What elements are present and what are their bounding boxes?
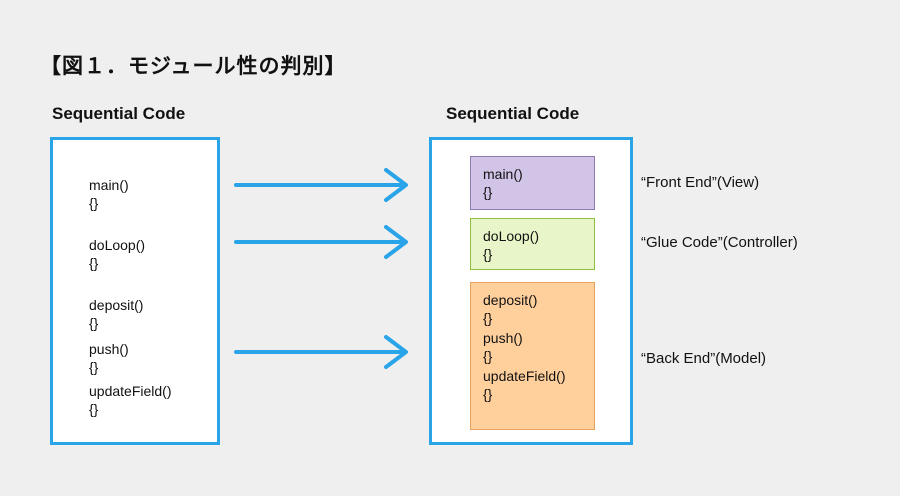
function-body: {}: [89, 255, 99, 271]
label-back-end: “Back End”(Model): [641, 350, 767, 367]
left-item-updatefield: updateField() {}: [89, 382, 172, 418]
right-code-box: main() {} doLoop() {} deposit() {} push(…: [429, 137, 633, 445]
arrow-right-icon: [234, 225, 408, 259]
function-body: {}: [483, 386, 493, 402]
function-name: deposit(): [89, 297, 144, 313]
function-name: updateField(): [483, 368, 566, 384]
left-item-push: push() {}: [89, 340, 129, 376]
module-glue-code: doLoop() {}: [470, 218, 595, 270]
function-name: main(): [483, 166, 523, 182]
function-name: main(): [89, 177, 129, 193]
right-heading: Sequential Code: [446, 104, 580, 123]
function-body: {}: [483, 246, 493, 262]
function-body: {}: [483, 310, 493, 326]
module-front-end: main() {}: [470, 156, 595, 210]
label-front-end: “Front End”(View): [641, 174, 760, 191]
function-body: {}: [89, 195, 99, 211]
function-body: {}: [89, 401, 99, 417]
function-body: {}: [89, 315, 99, 331]
function-name: doLoop(): [483, 228, 540, 244]
function-name: doLoop(): [89, 237, 146, 253]
function-name: deposit(): [483, 292, 538, 308]
function-body: {}: [89, 359, 99, 375]
arrow-right-icon: [234, 335, 408, 369]
arrow-right-icon: [234, 168, 408, 202]
function-name: updateField(): [89, 383, 172, 399]
function-body: {}: [483, 348, 493, 364]
left-item-deposit: deposit() {}: [89, 296, 143, 332]
figure-title: 【図１．モジュール性の判別】: [40, 54, 347, 78]
module-back-end: deposit() {} push() {} updateField() {}: [470, 282, 595, 430]
function-body: {}: [483, 184, 493, 200]
left-item-main: main() {}: [89, 176, 129, 212]
function-name: push(): [89, 341, 129, 357]
left-heading: Sequential Code: [52, 104, 186, 123]
left-item-doloop: doLoop() {}: [89, 236, 145, 272]
left-code-box: main() {} doLoop() {} deposit() {} push(…: [50, 137, 220, 445]
function-name: push(): [483, 330, 523, 346]
label-glue-code: “Glue Code”(Controller): [641, 234, 798, 251]
